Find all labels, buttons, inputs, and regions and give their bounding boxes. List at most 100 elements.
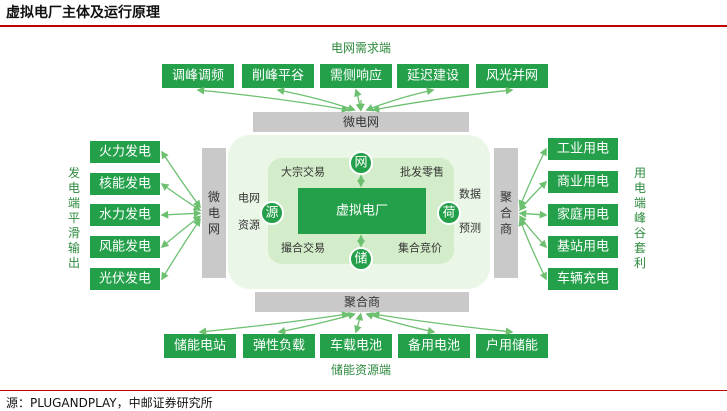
right-item-label: 家庭用电 xyxy=(557,207,609,223)
gray-bar-top-label: 微电网 xyxy=(343,115,379,129)
top-arrow xyxy=(196,86,350,113)
top-item-label: 延迟建设 xyxy=(407,69,459,84)
left-item-box xyxy=(90,141,160,163)
left-arrow xyxy=(160,215,202,249)
right-item-label: 基站用电 xyxy=(557,240,609,255)
svg-text:套: 套 xyxy=(634,241,646,255)
bottom-item-box xyxy=(398,334,470,358)
bottom-item-label: 储能电站 xyxy=(174,339,226,354)
svg-text:平: 平 xyxy=(68,211,80,225)
bottom-arrow xyxy=(371,311,514,336)
inner-label-right-1: 数据 xyxy=(459,187,481,201)
bottom-item-label: 备用电池 xyxy=(408,338,460,354)
bottom-item-box xyxy=(320,334,392,358)
top-side-label: 电网需求端 xyxy=(331,41,391,55)
inner-label-bottom-right: 集合竞价 xyxy=(398,241,442,255)
top-item-box xyxy=(320,64,392,88)
bottom-side-label: 储能资源端 xyxy=(331,362,391,377)
svg-text:滑: 滑 xyxy=(68,226,80,240)
gray-bar-right xyxy=(494,148,518,278)
left-arrow xyxy=(160,209,202,219)
svg-text:谷: 谷 xyxy=(634,226,646,240)
svg-text:峰: 峰 xyxy=(634,211,646,225)
gray-bar-right-label: 聚合商 xyxy=(500,190,512,236)
bottom-arrow xyxy=(277,311,356,335)
bottom-item-box xyxy=(164,334,236,358)
gray-bar-left xyxy=(202,148,226,278)
top-arrow xyxy=(276,87,356,112)
title-divider xyxy=(0,25,727,27)
left-item-label: 风能发电 xyxy=(99,239,151,255)
right-item-label: 商业用电 xyxy=(557,175,609,190)
svg-text:电: 电 xyxy=(68,181,80,195)
right-item-label: 工业用电 xyxy=(557,142,609,157)
page-title: 虚拟电厂主体及运行原理 xyxy=(6,5,160,21)
svg-text:输: 输 xyxy=(68,240,80,255)
svg-text:出: 出 xyxy=(68,256,80,270)
source-divider xyxy=(0,390,727,391)
center-box xyxy=(298,188,426,234)
left-item-box xyxy=(90,268,160,290)
inner-label-top-right: 批发零售 xyxy=(400,165,444,179)
left-item-box xyxy=(90,236,160,258)
svg-text:端: 端 xyxy=(68,196,80,210)
bottom-item-box xyxy=(243,334,315,358)
right-item-label: 车辆充电 xyxy=(557,271,609,287)
top-item-box xyxy=(242,64,314,88)
gray-bar-bottom-label: 聚合商 xyxy=(344,294,380,309)
inner-label-right-2: 预测 xyxy=(459,222,481,235)
top-item-box xyxy=(397,64,469,88)
top-item-label: 削峰平谷 xyxy=(252,69,304,84)
svg-text:利: 利 xyxy=(634,256,646,270)
right-arrow xyxy=(519,180,548,212)
bottom-item-box xyxy=(476,334,548,358)
right-arrow xyxy=(518,209,548,219)
svg-text:网: 网 xyxy=(208,222,220,236)
right-arrow xyxy=(518,147,547,209)
right-item-box xyxy=(548,268,618,290)
bottom-arrow xyxy=(365,312,436,335)
svg-text:用: 用 xyxy=(634,166,646,180)
bottom-item-label: 车载电池 xyxy=(330,338,382,354)
svg-text:发: 发 xyxy=(68,165,80,180)
svg-text:电: 电 xyxy=(634,181,646,195)
bottom-arrow xyxy=(354,312,364,334)
svg-text:聚: 聚 xyxy=(500,190,512,204)
top-arrow xyxy=(371,86,514,113)
center-title: 虚拟电厂 xyxy=(336,204,388,219)
left-item-label: 水力发电 xyxy=(99,207,151,223)
source-note: 源：PLUGANDPLAY，中邮证券研究所 xyxy=(6,396,213,410)
svg-text:微: 微 xyxy=(208,190,220,204)
inner-label-left-2: 资源 xyxy=(238,218,260,232)
node-right-circle xyxy=(437,201,461,225)
node-left-circle xyxy=(260,201,284,225)
gray-bar-left-label: 微电网 xyxy=(208,190,220,236)
inner-label-top-left: 大宗交易 xyxy=(281,165,325,179)
bottom-arrow xyxy=(198,311,350,336)
left-item-box xyxy=(90,204,160,226)
top-arrow xyxy=(354,88,364,112)
left-arrow xyxy=(161,150,201,209)
node-top-circle xyxy=(349,151,373,175)
right-item-box xyxy=(548,204,618,226)
left-item-label: 火力发电 xyxy=(99,144,151,160)
left-item-label: 核能发电 xyxy=(99,176,151,192)
top-item-box xyxy=(162,64,234,88)
right-item-box xyxy=(548,138,618,160)
node-right-label: 荷 xyxy=(442,206,455,221)
right-item-box xyxy=(548,171,618,193)
inner-label-bottom-left: 撮合交易 xyxy=(281,241,325,255)
node-bottom-label: 储 xyxy=(354,252,367,267)
node-top-label: 网 xyxy=(354,156,367,171)
gray-bar-top xyxy=(253,112,469,132)
svg-text:合: 合 xyxy=(500,205,512,220)
inner-label-left-1: 电网 xyxy=(238,192,260,205)
left-item-box xyxy=(90,173,160,195)
left-item-label: 光伏发电 xyxy=(99,271,151,287)
svg-text:端: 端 xyxy=(634,196,646,210)
node-bottom-circle xyxy=(349,247,373,271)
top-item-label: 调峰调频 xyxy=(172,69,224,84)
gray-bar-bottom xyxy=(255,292,469,312)
svg-text:商: 商 xyxy=(500,221,512,236)
